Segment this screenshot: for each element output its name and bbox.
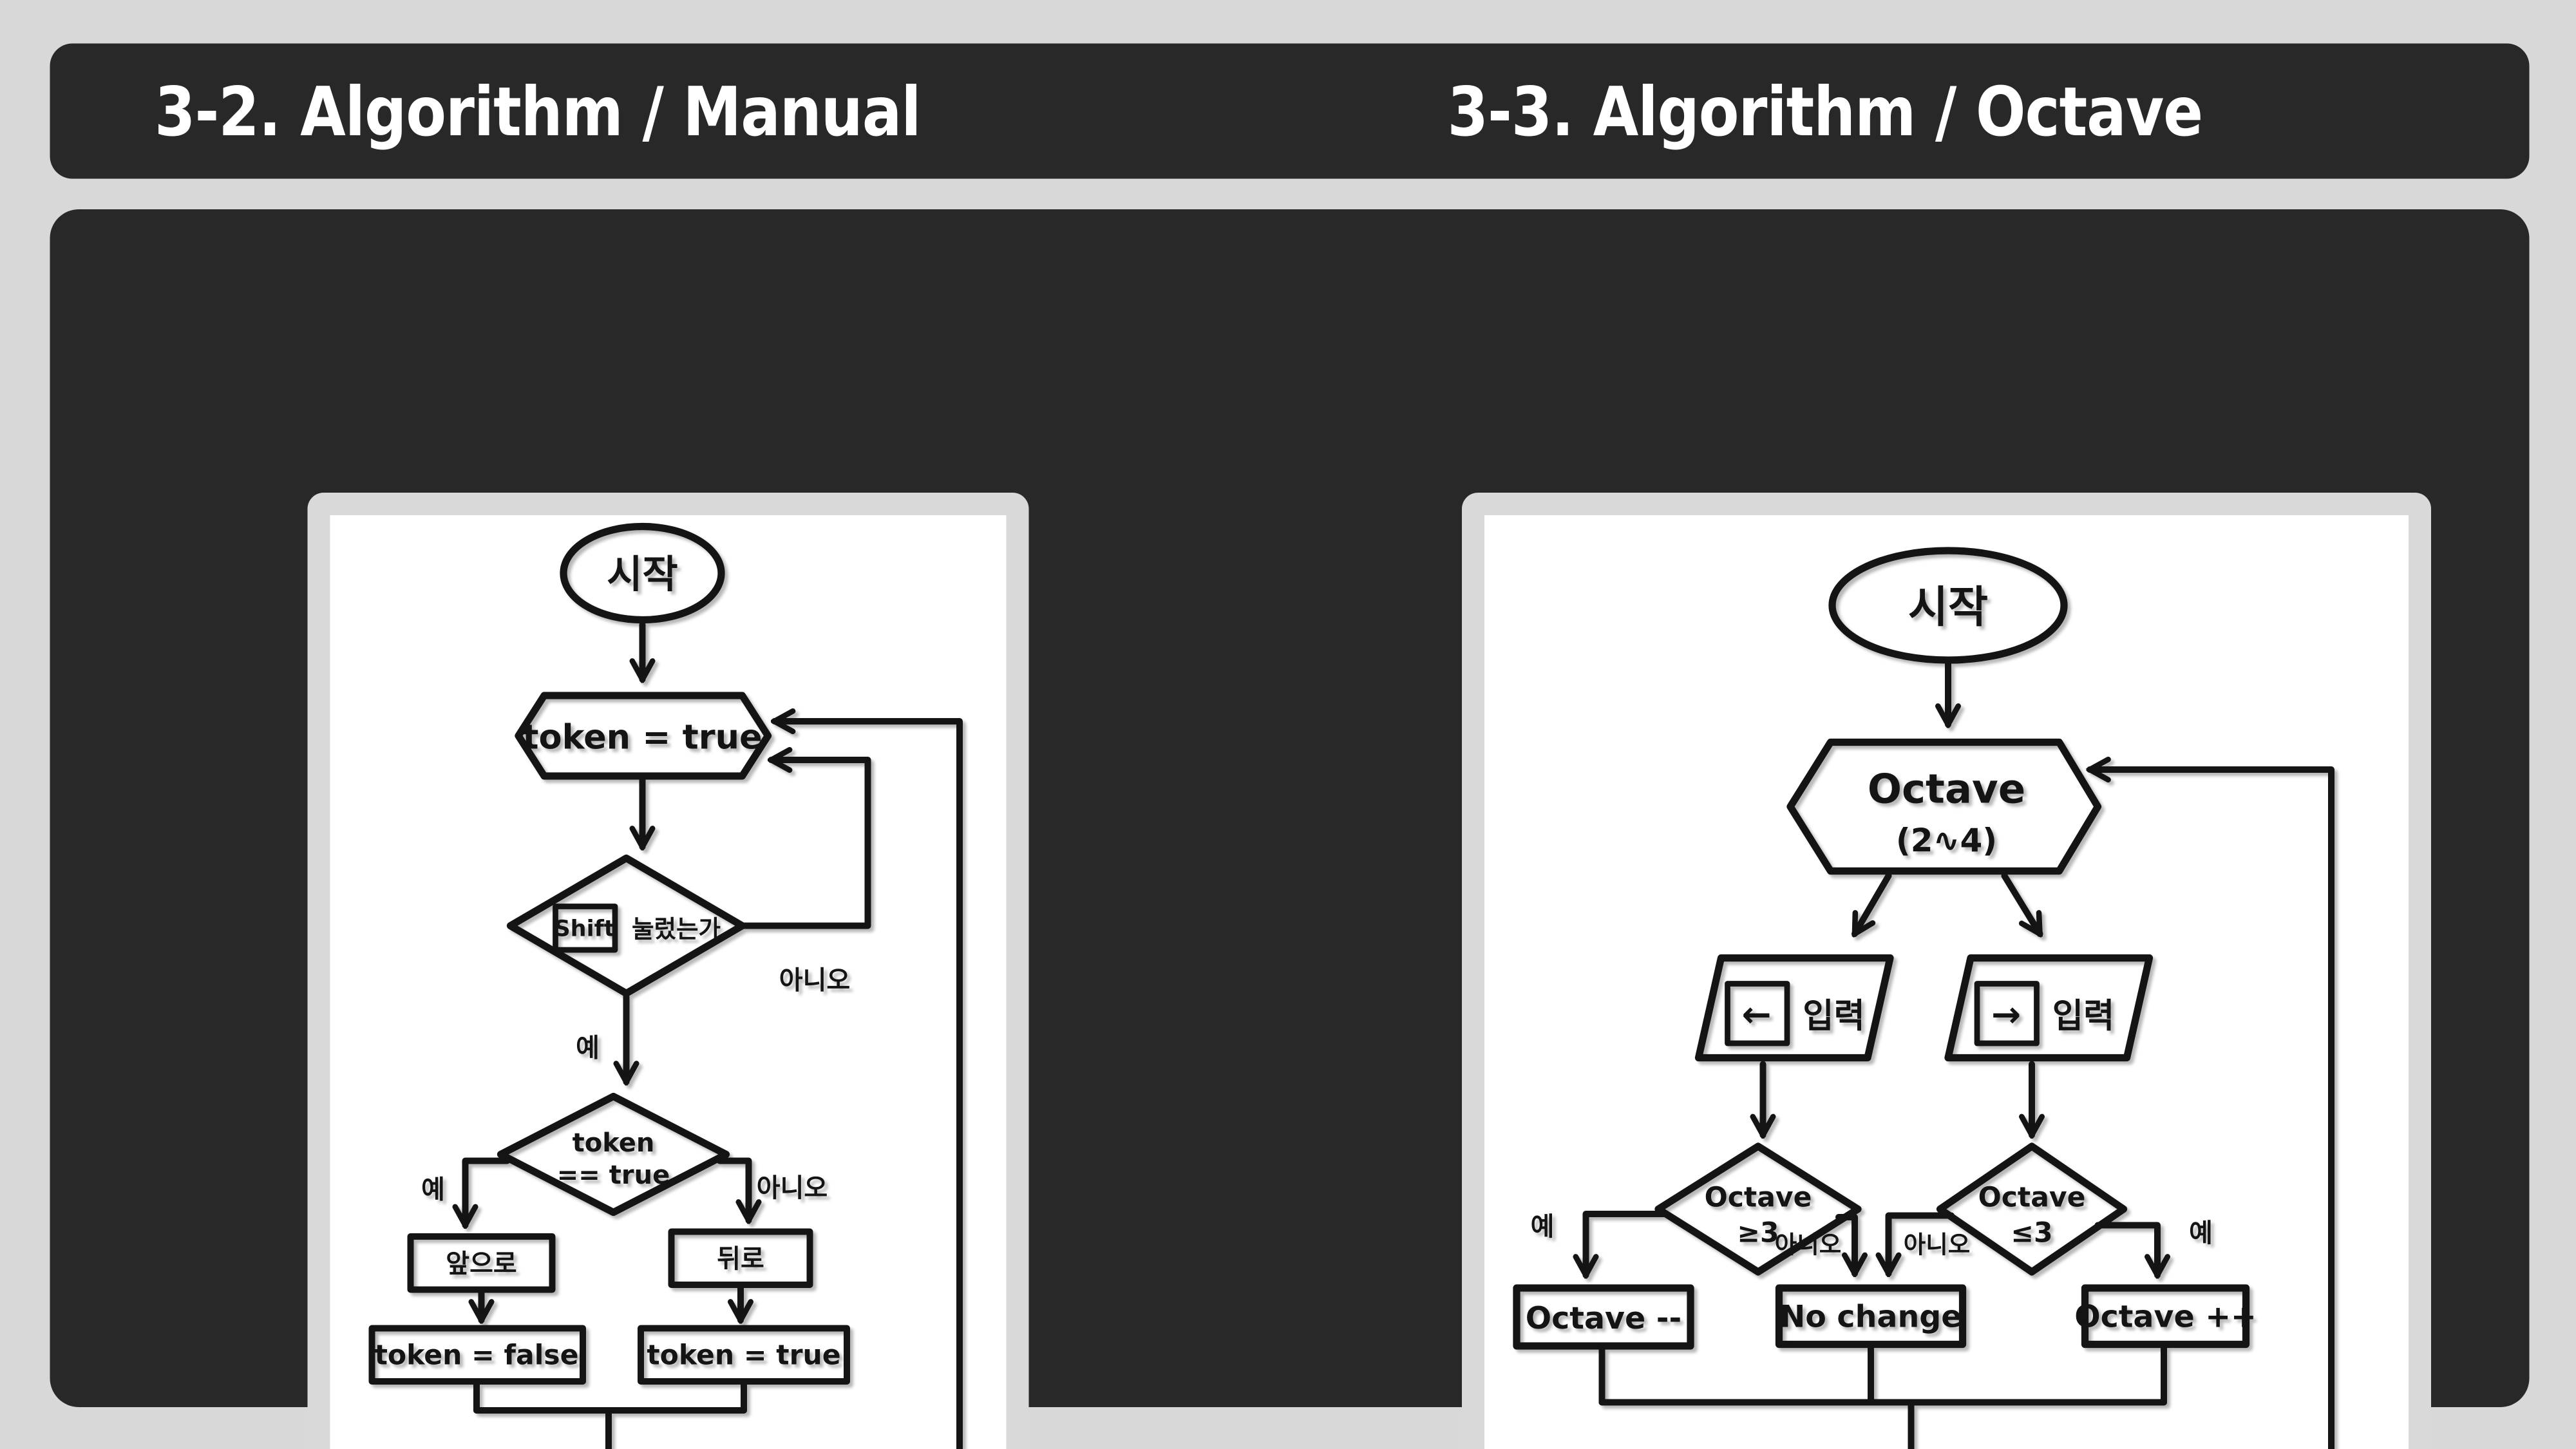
le3-no-branch-line xyxy=(1889,1212,1955,1274)
le3-yes-branch-line xyxy=(2094,1222,2158,1276)
shift-question-label: 눌렀는가 xyxy=(632,915,721,943)
start-label: 시작 xyxy=(607,553,677,598)
forward-label: 앞으로 xyxy=(446,1249,516,1279)
backward-box: 뒤로 xyxy=(668,1228,813,1288)
octave-le3-line2: ≤3 xyxy=(2011,1218,2052,1249)
slide-title-octave: 3-3. Algorithm / Octave xyxy=(1447,71,2204,151)
yes-label: 예 xyxy=(2189,1218,2213,1248)
forward-box: 앞으로 xyxy=(407,1233,556,1293)
right-arrow-key-icon xyxy=(1974,981,2040,1046)
set-token-true-box: token = true xyxy=(638,1325,850,1385)
shift-key-icon xyxy=(553,904,618,953)
input-label: 입력 xyxy=(1803,996,1865,1036)
slide-title-manual: 3-2. Algorithm / Manual xyxy=(155,71,922,151)
shift-key-label: Shift xyxy=(554,916,614,942)
manual-flowchart: 시작 token = true Shift 눌렀는가 xyxy=(368,522,963,1449)
octave-increment-box: Octave ++ xyxy=(2074,1284,2257,1349)
octave-le3-line1: Octave xyxy=(1978,1182,2086,1214)
set-token-true-label: token = true xyxy=(647,1340,840,1372)
octave-decrement-label: Octave -- xyxy=(1526,1301,1681,1336)
input-label: 입력 xyxy=(2052,996,2115,1036)
yes-label: 예 xyxy=(421,1175,445,1205)
octave-increment-label: Octave ++ xyxy=(2074,1300,2257,1335)
yes-label: 예 xyxy=(576,1034,600,1063)
no-label: 아니오 xyxy=(757,1173,828,1203)
token-check-diamond: token == true xyxy=(497,1092,730,1217)
token-init-label: token = true xyxy=(522,718,762,757)
no-change-label: No change xyxy=(1780,1300,1962,1335)
octave-range-hexagon: Octave (2∿4) xyxy=(1786,738,2102,875)
left-arrow-key-glyph: ← xyxy=(1741,994,1771,1035)
token-check-line2: == true xyxy=(557,1160,670,1190)
backward-label: 뒤로 xyxy=(717,1244,764,1274)
no-label: 아니오 xyxy=(1775,1231,1842,1259)
left-key-input-parallelogram: ← 입력 xyxy=(1694,954,1894,1062)
no-label: 아니오 xyxy=(1904,1231,1971,1259)
loop-back-line xyxy=(1908,770,2334,1449)
set-token-false-box: token = false xyxy=(368,1325,586,1385)
title-bar: 3-2. Algorithm / Manual 3-3. Algorithm /… xyxy=(50,43,2530,179)
ge3-no-branch-line xyxy=(1835,1214,1855,1274)
octave-range-label: (2∿4) xyxy=(1896,822,1997,859)
ge3-yes-branch-line xyxy=(1586,1211,1668,1275)
arrow-to-right-input xyxy=(2001,873,2043,934)
token-check-line1: token xyxy=(573,1128,655,1158)
token-init-hexagon: token = true xyxy=(515,692,772,780)
octave-ge3-line1: Octave xyxy=(1705,1182,1812,1214)
shift-decision-diamond: Shift 눌렀는가 xyxy=(506,854,746,998)
start-terminator: 시작 xyxy=(560,522,725,624)
loop-back-line xyxy=(609,721,963,1449)
octave-flowchart-card: 시작 Octave (2∿4) ← 입력 xyxy=(1462,493,2431,1449)
octave-var-label: Octave xyxy=(1868,766,2025,813)
shift-no-loop-line xyxy=(739,760,871,929)
octave-le3-diamond: Octave ≤3 xyxy=(1936,1142,2128,1276)
no-change-box: No change xyxy=(1775,1284,1967,1349)
token-no-branch-line xyxy=(716,1157,749,1221)
octave-ge3-line2: ≥3 xyxy=(1737,1218,1779,1249)
right-key-input-parallelogram: → 입력 xyxy=(1944,954,2154,1062)
octave-flowchart: 시작 Octave (2∿4) ← 입력 xyxy=(1513,547,2334,1449)
left-arrow-key-icon xyxy=(1725,981,1790,1046)
yes-label: 예 xyxy=(1531,1212,1555,1242)
manual-flowchart-card: 시작 token = true Shift 눌렀는가 xyxy=(307,493,1029,1449)
no-label: 아니오 xyxy=(779,966,850,996)
token-yes-branch-line xyxy=(466,1157,511,1226)
right-arrow-key-glyph: → xyxy=(1991,994,2021,1035)
content-panel: 시작 token = true Shift 눌렀는가 xyxy=(50,209,2530,1449)
start-terminator: 시작 xyxy=(1828,547,2068,664)
arrow-to-left-input xyxy=(1852,873,1892,934)
octave-decrement-box: Octave -- xyxy=(1513,1284,1694,1350)
octave-ge3-diamond: Octave ≥3 xyxy=(1654,1142,1862,1276)
start-label: 시작 xyxy=(1908,582,1988,632)
set-token-false-label: token = false xyxy=(375,1340,579,1372)
